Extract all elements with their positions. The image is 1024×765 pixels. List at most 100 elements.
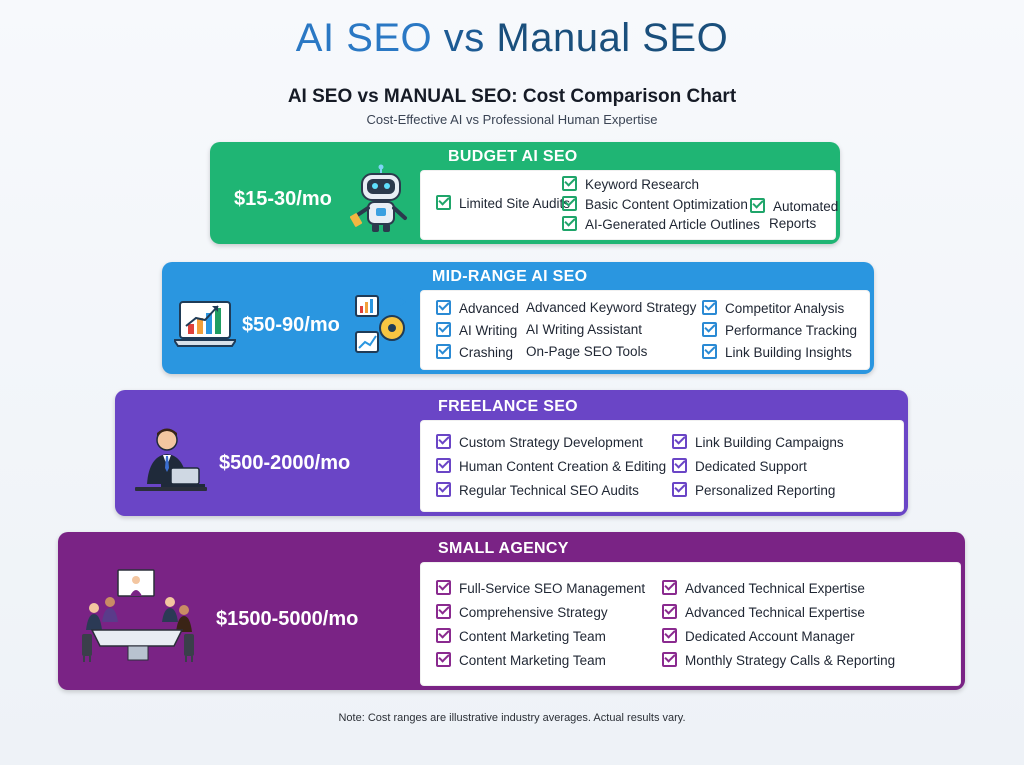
feature-label: Dedicated Account Manager — [685, 629, 855, 644]
checkbox-icon — [436, 458, 451, 473]
feature-item: Link Building Insights — [702, 344, 852, 361]
checkbox-icon — [436, 344, 451, 359]
checkbox-icon — [702, 300, 717, 315]
feature-label: Monthly Strategy Calls & Reporting — [685, 653, 896, 668]
feature-label: Automated — [773, 199, 839, 214]
feature-item: Link Building Campaigns — [672, 434, 844, 451]
checkbox-icon — [672, 482, 687, 497]
checkbox-icon — [436, 628, 451, 643]
feature-item: On-Page SEO Tools — [526, 344, 647, 360]
checkbox-icon — [562, 216, 577, 231]
feature-label: Full-Service SEO Management — [459, 581, 646, 596]
feature-item: AI Writing Assistant — [526, 322, 642, 338]
feature-label: On-Page SEO Tools — [526, 344, 648, 359]
features-panel: Custom Strategy Development Human Conten… — [420, 420, 904, 512]
feature-label: Competitor Analysis — [725, 301, 845, 316]
checkbox-icon — [672, 434, 687, 449]
checkbox-icon — [562, 176, 577, 191]
tier-budget-ai-seo: BUDGET AI SEO $15-30/mo Limited Site Aud… — [210, 142, 840, 244]
feature-label: Dedicated Support — [695, 459, 807, 474]
analytics-gear-icon — [355, 295, 406, 353]
checkbox-icon — [436, 652, 451, 667]
feature-label: AI-Generated Article Outlines — [585, 217, 760, 232]
feature-item: Dedicated Account Manager — [662, 628, 855, 645]
features-panel: Full-Service SEO Management Comprehensiv… — [420, 562, 961, 686]
tier-price: $50-90/mo — [242, 314, 340, 336]
feature-label: Custom Strategy Development — [459, 435, 643, 450]
feature-label: Reports — [769, 216, 817, 231]
checkbox-icon — [436, 580, 451, 595]
tier-midrange-ai-seo: MID-RANGE AI SEO $50-90/mo Advanced AI W… — [162, 262, 874, 374]
tier-title: BUDGET AI SEO — [448, 148, 578, 165]
feature-item: Performance Tracking — [702, 322, 857, 339]
feature-item: Regular Technical SEO Audits — [436, 482, 639, 499]
tier-title: FREELANCE SEO — [438, 398, 578, 415]
tier-small-agency: SMALL AGENCY $1500-5000/mo Full-Service … — [58, 532, 965, 690]
checkbox-icon — [702, 322, 717, 337]
feature-item: Automated — [750, 198, 838, 215]
feature-label: Crashing — [459, 345, 514, 360]
chart-subtitle: AI SEO vs MANUAL SEO: Cost Comparison Ch… — [287, 86, 737, 107]
checkbox-icon — [662, 580, 677, 595]
feature-item: AI-Generated Article Outlines — [562, 216, 760, 233]
feature-label: Comprehensive Strategy — [459, 605, 608, 620]
feature-item: Limited Site Audits — [436, 195, 570, 212]
feature-item: Dedicated Support — [672, 458, 807, 475]
checkbox-icon — [436, 322, 451, 337]
title-manual-seo: Manual SEO — [496, 16, 729, 60]
checkbox-icon — [702, 344, 717, 359]
checkbox-icon — [562, 196, 577, 211]
checkbox-icon — [662, 628, 677, 643]
feature-label: Advanced Technical Expertise — [685, 581, 865, 596]
checkbox-icon — [436, 604, 451, 619]
tier-title: SMALL AGENCY — [438, 540, 569, 557]
title-vs: vs — [443, 16, 485, 60]
feature-item: Basic Content Optimization — [562, 196, 748, 213]
feature-label: Human Content Creation & Editing — [459, 459, 667, 474]
feature-label: Advanced — [459, 301, 520, 316]
feature-label: Content Marketing Team — [459, 629, 606, 644]
feature-label: Link Building Campaigns — [695, 435, 844, 450]
checkbox-icon — [436, 434, 451, 449]
features-panel: Advanced AI Writing Crashing Advanced Ke… — [420, 290, 870, 370]
feature-label: Advanced Technical Expertise — [685, 605, 865, 620]
freelancer-icon — [135, 428, 207, 491]
feature-item: Custom Strategy Development — [436, 434, 643, 451]
feature-label: AI Writing Assistant — [526, 322, 643, 337]
feature-label: Basic Content Optimization — [585, 197, 748, 212]
feature-label: Link Building Insights — [725, 345, 852, 360]
tier-price: $500-2000/mo — [219, 452, 351, 474]
feature-item: Advanced Technical Expertise — [662, 604, 865, 621]
feature-item: Comprehensive Strategy — [436, 604, 608, 621]
feature-item: Human Content Creation & Editing — [436, 458, 666, 475]
feature-label: Regular Technical SEO Audits — [459, 483, 639, 498]
chart-tagline: Cost-Effective AI vs Professional Human … — [366, 112, 658, 127]
feature-item: Content Marketing Team — [436, 628, 606, 645]
tier-price: $15-30/mo — [234, 188, 332, 210]
feature-label: Limited Site Audits — [459, 196, 571, 211]
feature-item: Full-Service SEO Management — [436, 580, 645, 597]
checkbox-icon — [436, 195, 451, 210]
tier-price: $1500-5000/mo — [216, 608, 359, 630]
feature-label: Performance Tracking — [725, 323, 858, 338]
tier-title: MID-RANGE AI SEO — [432, 268, 588, 285]
checkbox-icon — [436, 300, 451, 315]
checkbox-icon — [750, 198, 765, 213]
feature-item: Reports — [769, 216, 816, 232]
feature-item: AI Writing — [436, 322, 517, 339]
checkbox-icon — [662, 604, 677, 619]
feature-label: Personalized Reporting — [695, 483, 836, 498]
team-meeting-icon — [82, 569, 194, 662]
feature-item: Competitor Analysis — [702, 300, 844, 317]
feature-item: Crashing — [436, 344, 513, 361]
feature-item: Monthly Strategy Calls & Reporting — [662, 652, 895, 669]
robot-icon — [350, 164, 407, 232]
checkbox-icon — [662, 652, 677, 667]
features-panel: Limited Site Audits Keyword Research Bas… — [420, 170, 838, 240]
footnote: Note: Cost ranges are illustrative indus… — [338, 712, 686, 724]
tier-freelance-seo: FREELANCE SEO $500-2000/mo Custom Strate… — [115, 390, 908, 516]
feature-label: Keyword Research — [585, 177, 700, 192]
checkbox-icon — [436, 482, 451, 497]
analytics-laptop-icon — [174, 301, 236, 347]
feature-label: Content Marketing Team — [459, 653, 606, 668]
